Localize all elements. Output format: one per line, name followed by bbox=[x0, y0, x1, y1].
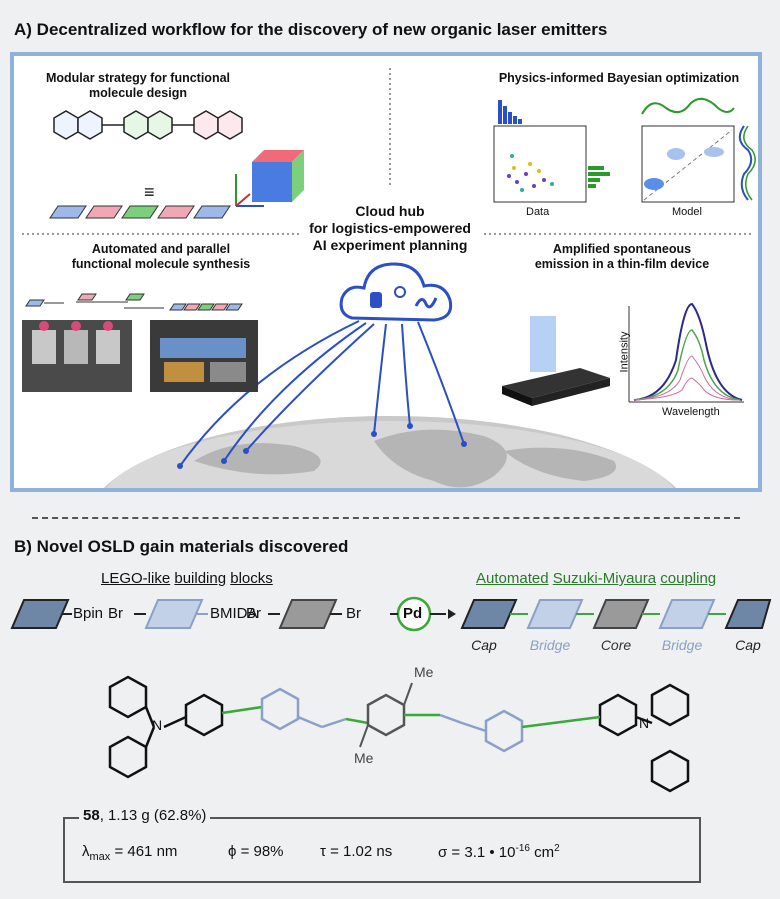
compound-yield: , 1.13 g (62.8%) bbox=[99, 807, 207, 824]
quantum-yield: ϕ = 98% bbox=[228, 843, 284, 860]
spectrum-plot bbox=[628, 302, 744, 403]
wavelength-axis-label: Wavelength bbox=[662, 406, 720, 418]
section-divider bbox=[32, 517, 740, 519]
bayesian-label: Physics-informed Bayesian optimization bbox=[498, 71, 740, 85]
cloud-icon bbox=[339, 262, 453, 322]
data-axis-label: Data bbox=[526, 206, 550, 218]
lifetime: τ = 1.02 ns bbox=[320, 843, 393, 860]
suzuki-coupling-heading: Automated Suzuki-Miyaura coupling bbox=[476, 570, 717, 587]
methyl-label-top: Me bbox=[414, 664, 434, 680]
continent bbox=[504, 447, 616, 481]
compound-header: 58, 1.13 g (62.8%) bbox=[79, 807, 211, 824]
chain-label-bridge-left: Bridge bbox=[529, 637, 571, 653]
lego-blocks-heading: LEGO-like building blocks bbox=[101, 570, 273, 587]
synthesis-label: Automated and parallel functional molecu… bbox=[71, 242, 251, 271]
methyl-label-bottom: Me bbox=[354, 750, 374, 766]
continent bbox=[194, 443, 321, 475]
chain-label-cap-left: Cap bbox=[471, 637, 497, 653]
section-b-title: B) Novel OSLD gain materials discovered bbox=[14, 537, 349, 556]
chain-cap-right bbox=[724, 599, 772, 629]
molecule-58-structure bbox=[108, 675, 690, 793]
lambda-max: λmax = 461 nm bbox=[82, 843, 178, 863]
intensity-axis-label: Intensity bbox=[618, 331, 631, 373]
core-block bbox=[278, 599, 338, 629]
modular-label: Modular strategy for functional molecule… bbox=[45, 71, 231, 100]
cube-icon bbox=[235, 150, 304, 207]
nitrogen-label-right: N bbox=[639, 715, 650, 731]
coupling-scheme bbox=[10, 596, 772, 632]
cloud-hub-label: Cloud hub for logistics-empowered AI exp… bbox=[309, 203, 471, 253]
workflow-illustration bbox=[22, 68, 756, 488]
bridge-block bbox=[144, 599, 204, 629]
chain-bridge-right bbox=[658, 599, 716, 629]
bpin-label: Bpin bbox=[73, 605, 104, 622]
chain-core bbox=[592, 599, 650, 629]
workflow-panel: Modular strategy for functional molecule… bbox=[10, 52, 762, 492]
chain-cap-left bbox=[460, 599, 518, 629]
cross-section: σ = 3.1 • 10-16 cm2 bbox=[438, 843, 560, 861]
synthesis-scheme bbox=[25, 293, 243, 311]
br-label-2: Br bbox=[246, 605, 261, 622]
nitrogen-label-left: N bbox=[152, 717, 163, 733]
building-block-sequence bbox=[49, 205, 231, 219]
compound-properties-box bbox=[63, 817, 701, 883]
chain-label-cap-right: Cap bbox=[735, 637, 761, 653]
section-a-title: A) Decentralized workflow for the discov… bbox=[14, 20, 608, 39]
bmida-label: BMIDA bbox=[210, 605, 258, 622]
pd-label: Pd bbox=[403, 605, 423, 622]
continent bbox=[374, 429, 507, 488]
chain-label-bridge-right: Bridge bbox=[661, 637, 703, 653]
equivalence-symbol: ≡ bbox=[144, 182, 155, 202]
model-plot bbox=[641, 97, 756, 203]
chain-label-core: Core bbox=[600, 637, 632, 653]
ase-label: Amplified spontaneous emission in a thin… bbox=[534, 242, 710, 271]
br-label-3: Br bbox=[346, 605, 361, 622]
robot-photo-right bbox=[150, 320, 258, 392]
chain-bridge-left bbox=[526, 599, 584, 629]
molecule-drawing bbox=[53, 110, 243, 140]
robot-photo-left bbox=[22, 320, 132, 392]
data-scatter-plot bbox=[493, 100, 610, 203]
thin-film-device bbox=[502, 316, 610, 406]
compound-number: 58 bbox=[83, 807, 100, 824]
cap-block bbox=[10, 599, 70, 629]
model-axis-label: Model bbox=[672, 206, 702, 218]
br-label-1: Br bbox=[108, 605, 123, 622]
